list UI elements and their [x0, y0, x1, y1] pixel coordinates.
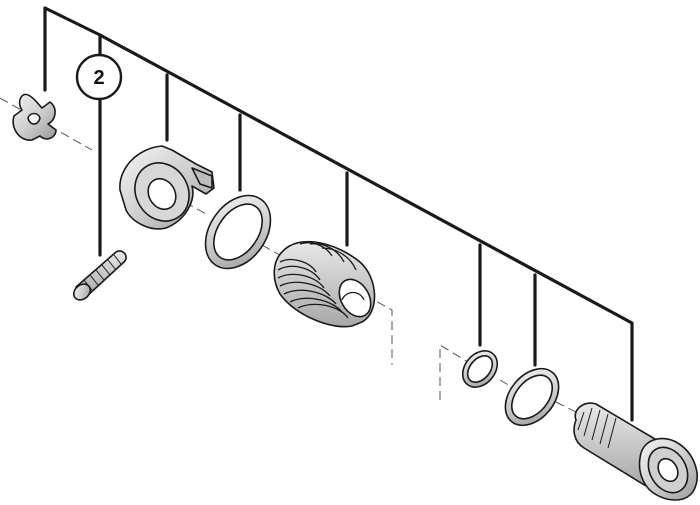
bolt-part [72, 250, 127, 301]
cam-plate-part [119, 145, 215, 230]
callout-2: 2 [75, 53, 123, 101]
e-clip-part [12, 93, 57, 141]
callout-number: 2 [93, 67, 104, 89]
pivot-bushing-part [573, 402, 698, 501]
large-ring-part [504, 367, 560, 427]
washer-part [204, 194, 272, 270]
leader-main-line [43, 6, 634, 422]
spring-part [273, 240, 376, 328]
small-ring-part [461, 350, 499, 388]
